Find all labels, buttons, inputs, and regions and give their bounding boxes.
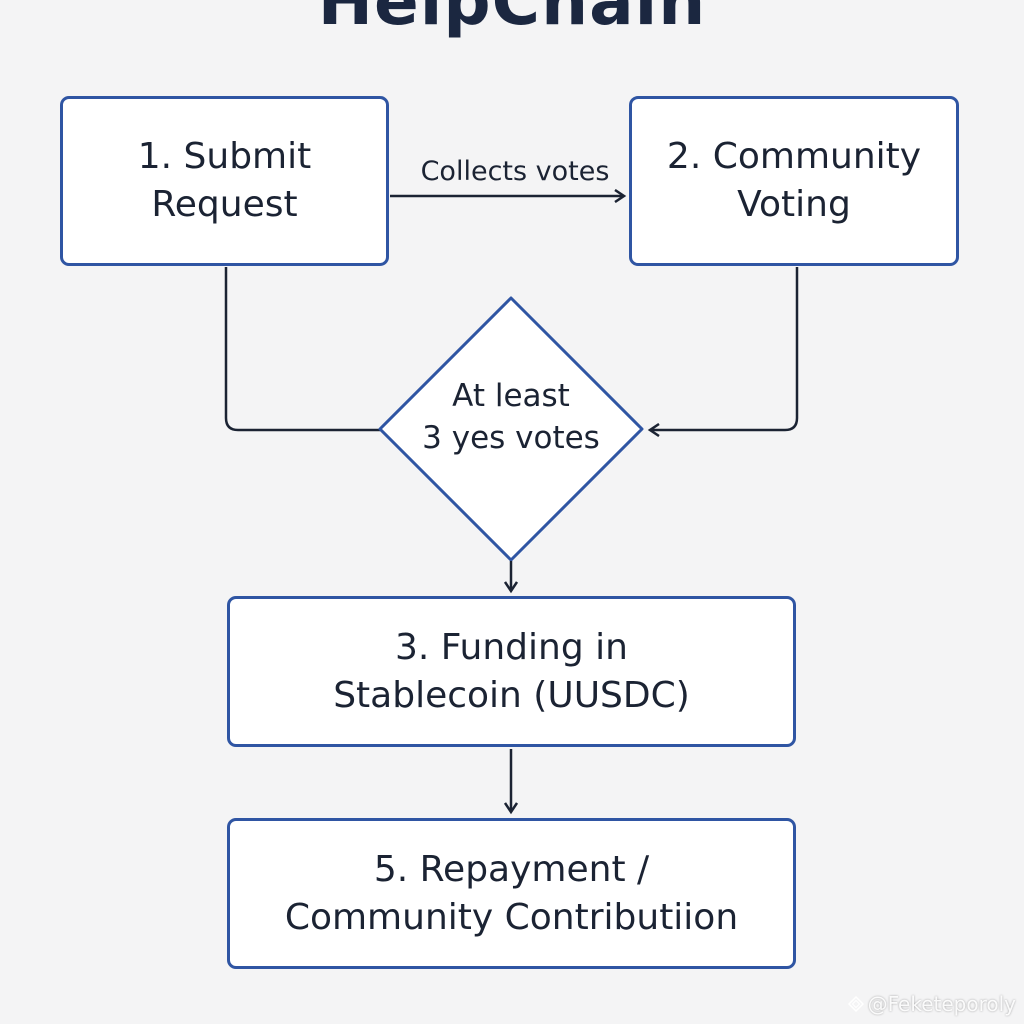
node-repayment-line1: 5. Repayment / bbox=[373, 848, 650, 890]
node-voting-line2: Voting bbox=[737, 184, 851, 225]
node-submit-line1: 1. Submit bbox=[137, 136, 312, 177]
node-decision-line1: At least bbox=[452, 378, 570, 414]
edge-submit-to-decision bbox=[224, 267, 382, 432]
diagram-title: HelpChain bbox=[317, 0, 707, 40]
node-community-voting: 2. Community Voting bbox=[629, 96, 959, 266]
node-voting-line1: 2. Community bbox=[666, 136, 922, 177]
diamond-logo-icon bbox=[847, 996, 864, 1012]
node-submit-request: 1. Submit Request bbox=[60, 96, 389, 266]
decision-diamond bbox=[378, 296, 644, 562]
edge-label-collects-votes: Collects votes bbox=[420, 156, 610, 187]
edge-voting-to-decision bbox=[650, 267, 799, 430]
node-repayment: 5. Repayment / Community Contributiion bbox=[227, 818, 796, 969]
node-decision-line2: 3 yes votes bbox=[422, 420, 600, 456]
watermark: @Feketeporoly bbox=[847, 992, 1016, 1016]
node-funding-stablecoin: 3. Funding in Stablecoin (UUSDC) bbox=[227, 596, 796, 747]
watermark-text: @Feketeporoly bbox=[867, 992, 1016, 1016]
node-decision-label: At least 3 yes votes bbox=[400, 375, 622, 459]
node-repayment-line2: Community Contributiion bbox=[284, 896, 739, 938]
node-funding-line2: Stablecoin (UUSDC) bbox=[333, 674, 690, 716]
node-submit-line2: Request bbox=[151, 184, 298, 225]
node-funding-line1: 3. Funding in bbox=[395, 626, 628, 668]
